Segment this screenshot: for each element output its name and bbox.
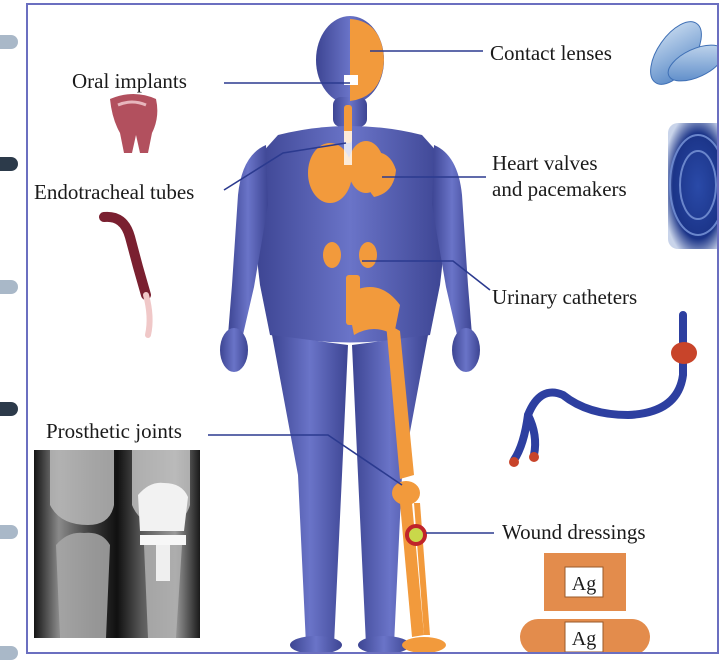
side-tab [0,280,18,294]
label-urinary-catheters: Urinary catheters [492,285,637,309]
label-prosthetic-joints: Prosthetic joints [46,419,182,443]
label-heart-valves-line1: Heart valves [492,151,598,175]
label-endotracheal-tubes: Endotracheal tubes [34,180,194,204]
wound-dressing-square: Ag [544,553,626,611]
dressing-label-bottom: Ag [572,628,596,650]
dressing-label-top: Ag [572,573,596,595]
heart-valve-icon [668,123,719,249]
label-contact-lenses: Contact lenses [490,41,612,65]
side-tab [0,157,18,171]
contact-lens-icon [641,13,719,93]
label-wound-dressings: Wound dressings [502,520,646,544]
wound-marker [407,526,425,544]
xray-image [34,450,200,638]
urinary-catheter-icon [509,315,697,467]
side-tab [0,525,18,539]
tooth-icon [110,94,157,153]
label-heart-valves-line2: and pacemakers [492,177,627,201]
tube-marker [344,131,352,165]
wound-dressing-strip: Ag [520,619,650,654]
diagram-canvas: Ag Ag [28,5,719,654]
endotracheal-tube-icon [104,217,150,335]
label-oral-implants: Oral implants [72,69,187,93]
side-tab [0,402,18,416]
side-tab [0,35,18,49]
diagram-frame: Ag Ag Oral implants Contact lenses Heart… [26,3,719,654]
